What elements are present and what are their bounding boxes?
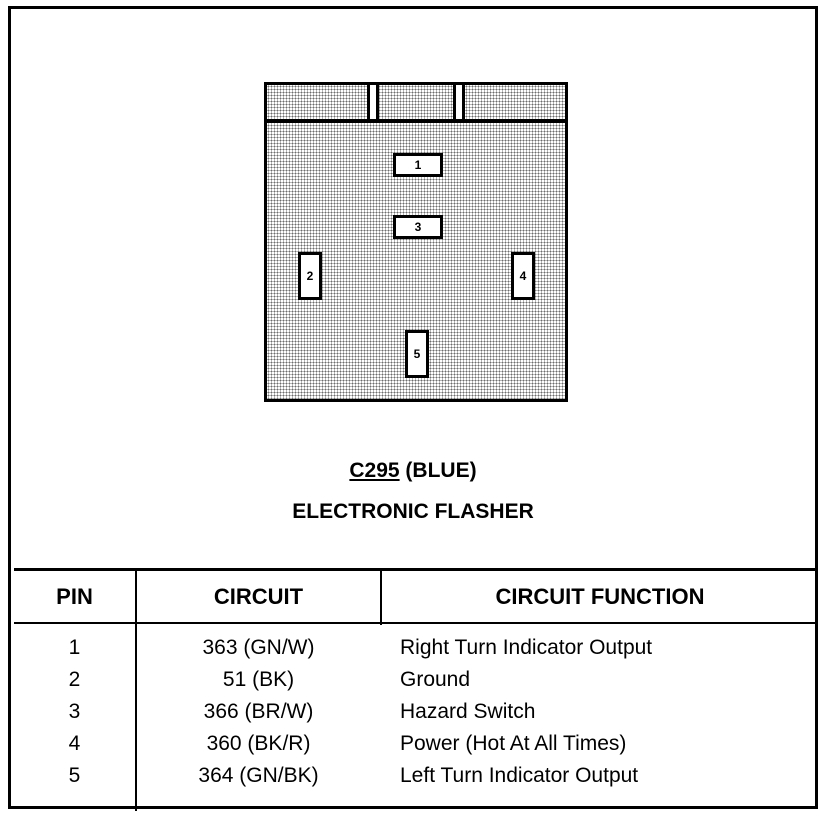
connector-lock-strip <box>267 85 565 123</box>
header-circuit-function: CIRCUIT FUNCTION <box>495 584 705 609</box>
table-row: 1 363 (GN/W) Right Turn Indicator Output <box>14 636 818 668</box>
pin-2-label: 2 <box>306 269 314 283</box>
cell-function: Left Turn Indicator Output <box>400 764 639 787</box>
cell-function: Right Turn Indicator Output <box>400 636 653 659</box>
table-header-rule <box>14 622 818 624</box>
pin-4-cavity: 4 <box>511 252 535 300</box>
connector-color: (BLUE) <box>399 459 477 482</box>
header-circuit: CIRCUIT <box>213 584 304 609</box>
table-row: 5 364 (GN/BK) Left Turn Indicator Output <box>14 764 818 796</box>
table-top-rule <box>14 568 818 571</box>
cell-circuit: 364 (GN/BK) <box>198 764 319 787</box>
table-column-divider <box>380 571 382 625</box>
table-row: 3 366 (BR/W) Hazard Switch <box>14 700 818 732</box>
pin-5-label: 5 <box>413 347 421 361</box>
cell-circuit: 366 (BR/W) <box>203 700 314 723</box>
cell-pin: 4 <box>68 732 81 755</box>
cell-function: Hazard Switch <box>400 700 536 723</box>
pin-4-label: 4 <box>519 269 527 283</box>
pin-1-cavity: 1 <box>393 153 443 177</box>
cell-pin: 2 <box>68 668 81 691</box>
cell-circuit: 360 (BK/R) <box>206 732 311 755</box>
cell-pin: 5 <box>68 764 81 787</box>
cell-function: Power (Hot At All Times) <box>400 732 627 755</box>
lock-tab-right <box>453 85 465 119</box>
connector-face: 1 3 2 4 5 <box>264 82 568 402</box>
connector-id: C295 <box>349 459 400 482</box>
component-name: ELECTRONIC FLASHER <box>292 500 534 523</box>
cell-pin: 1 <box>68 636 81 659</box>
table-row: 4 360 (BK/R) Power (Hot At All Times) <box>14 732 818 764</box>
connector-caption: C295 (BLUE) <box>8 459 818 483</box>
pin-3-label: 3 <box>414 220 422 234</box>
cell-function: Ground <box>400 668 471 691</box>
header-pin: PIN <box>56 584 93 609</box>
pin-2-cavity: 2 <box>298 252 322 300</box>
cell-pin: 3 <box>68 700 81 723</box>
cell-circuit: 51 (BK) <box>222 668 295 691</box>
table-row: 2 51 (BK) Ground <box>14 668 818 700</box>
diagram-frame <box>8 6 818 809</box>
pin-1-label: 1 <box>414 158 422 172</box>
cell-circuit: 363 (GN/W) <box>202 636 315 659</box>
lock-tab-left <box>367 85 379 119</box>
pin-3-cavity: 3 <box>393 215 443 239</box>
table-column-divider <box>135 571 137 811</box>
pin-5-cavity: 5 <box>405 330 429 378</box>
